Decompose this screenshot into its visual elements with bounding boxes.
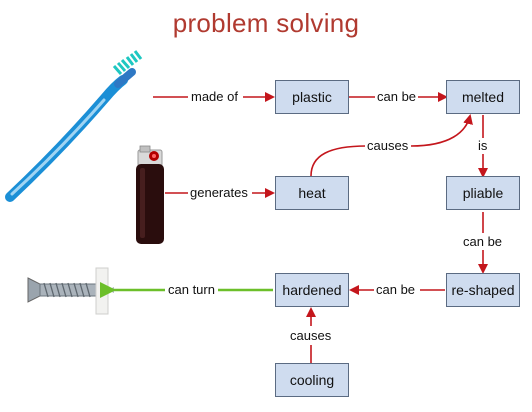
diagram-title: problem solving: [172, 8, 360, 38]
edge-label-can-be: can be: [375, 89, 419, 105]
node-melted: melted: [446, 80, 520, 114]
toothbrush-icon: [5, 50, 143, 202]
edge-label-is: is: [476, 138, 490, 154]
edge-label-can-turn: can turn: [166, 282, 217, 298]
edge-label-causes: causes: [365, 138, 411, 154]
node-heat: heat: [275, 176, 349, 210]
edge-label-can-be: can be: [461, 234, 505, 250]
node-hardened: hardened: [275, 273, 349, 307]
lighter-icon: [136, 145, 164, 244]
edge-label-can-be: can be: [374, 282, 418, 298]
node-plastic: plastic: [275, 80, 349, 114]
node-pliable: pliable: [446, 176, 520, 210]
edge-lines: [100, 92, 488, 363]
node-reshaped: re-shaped: [446, 273, 520, 307]
edge-label-generates: generates: [188, 185, 250, 201]
node-cooling: cooling: [275, 363, 349, 397]
edge-label-causes: causes: [288, 328, 334, 344]
screw-anchor-icon: [27, 267, 114, 315]
edge-label-made-of: made of: [189, 89, 240, 105]
